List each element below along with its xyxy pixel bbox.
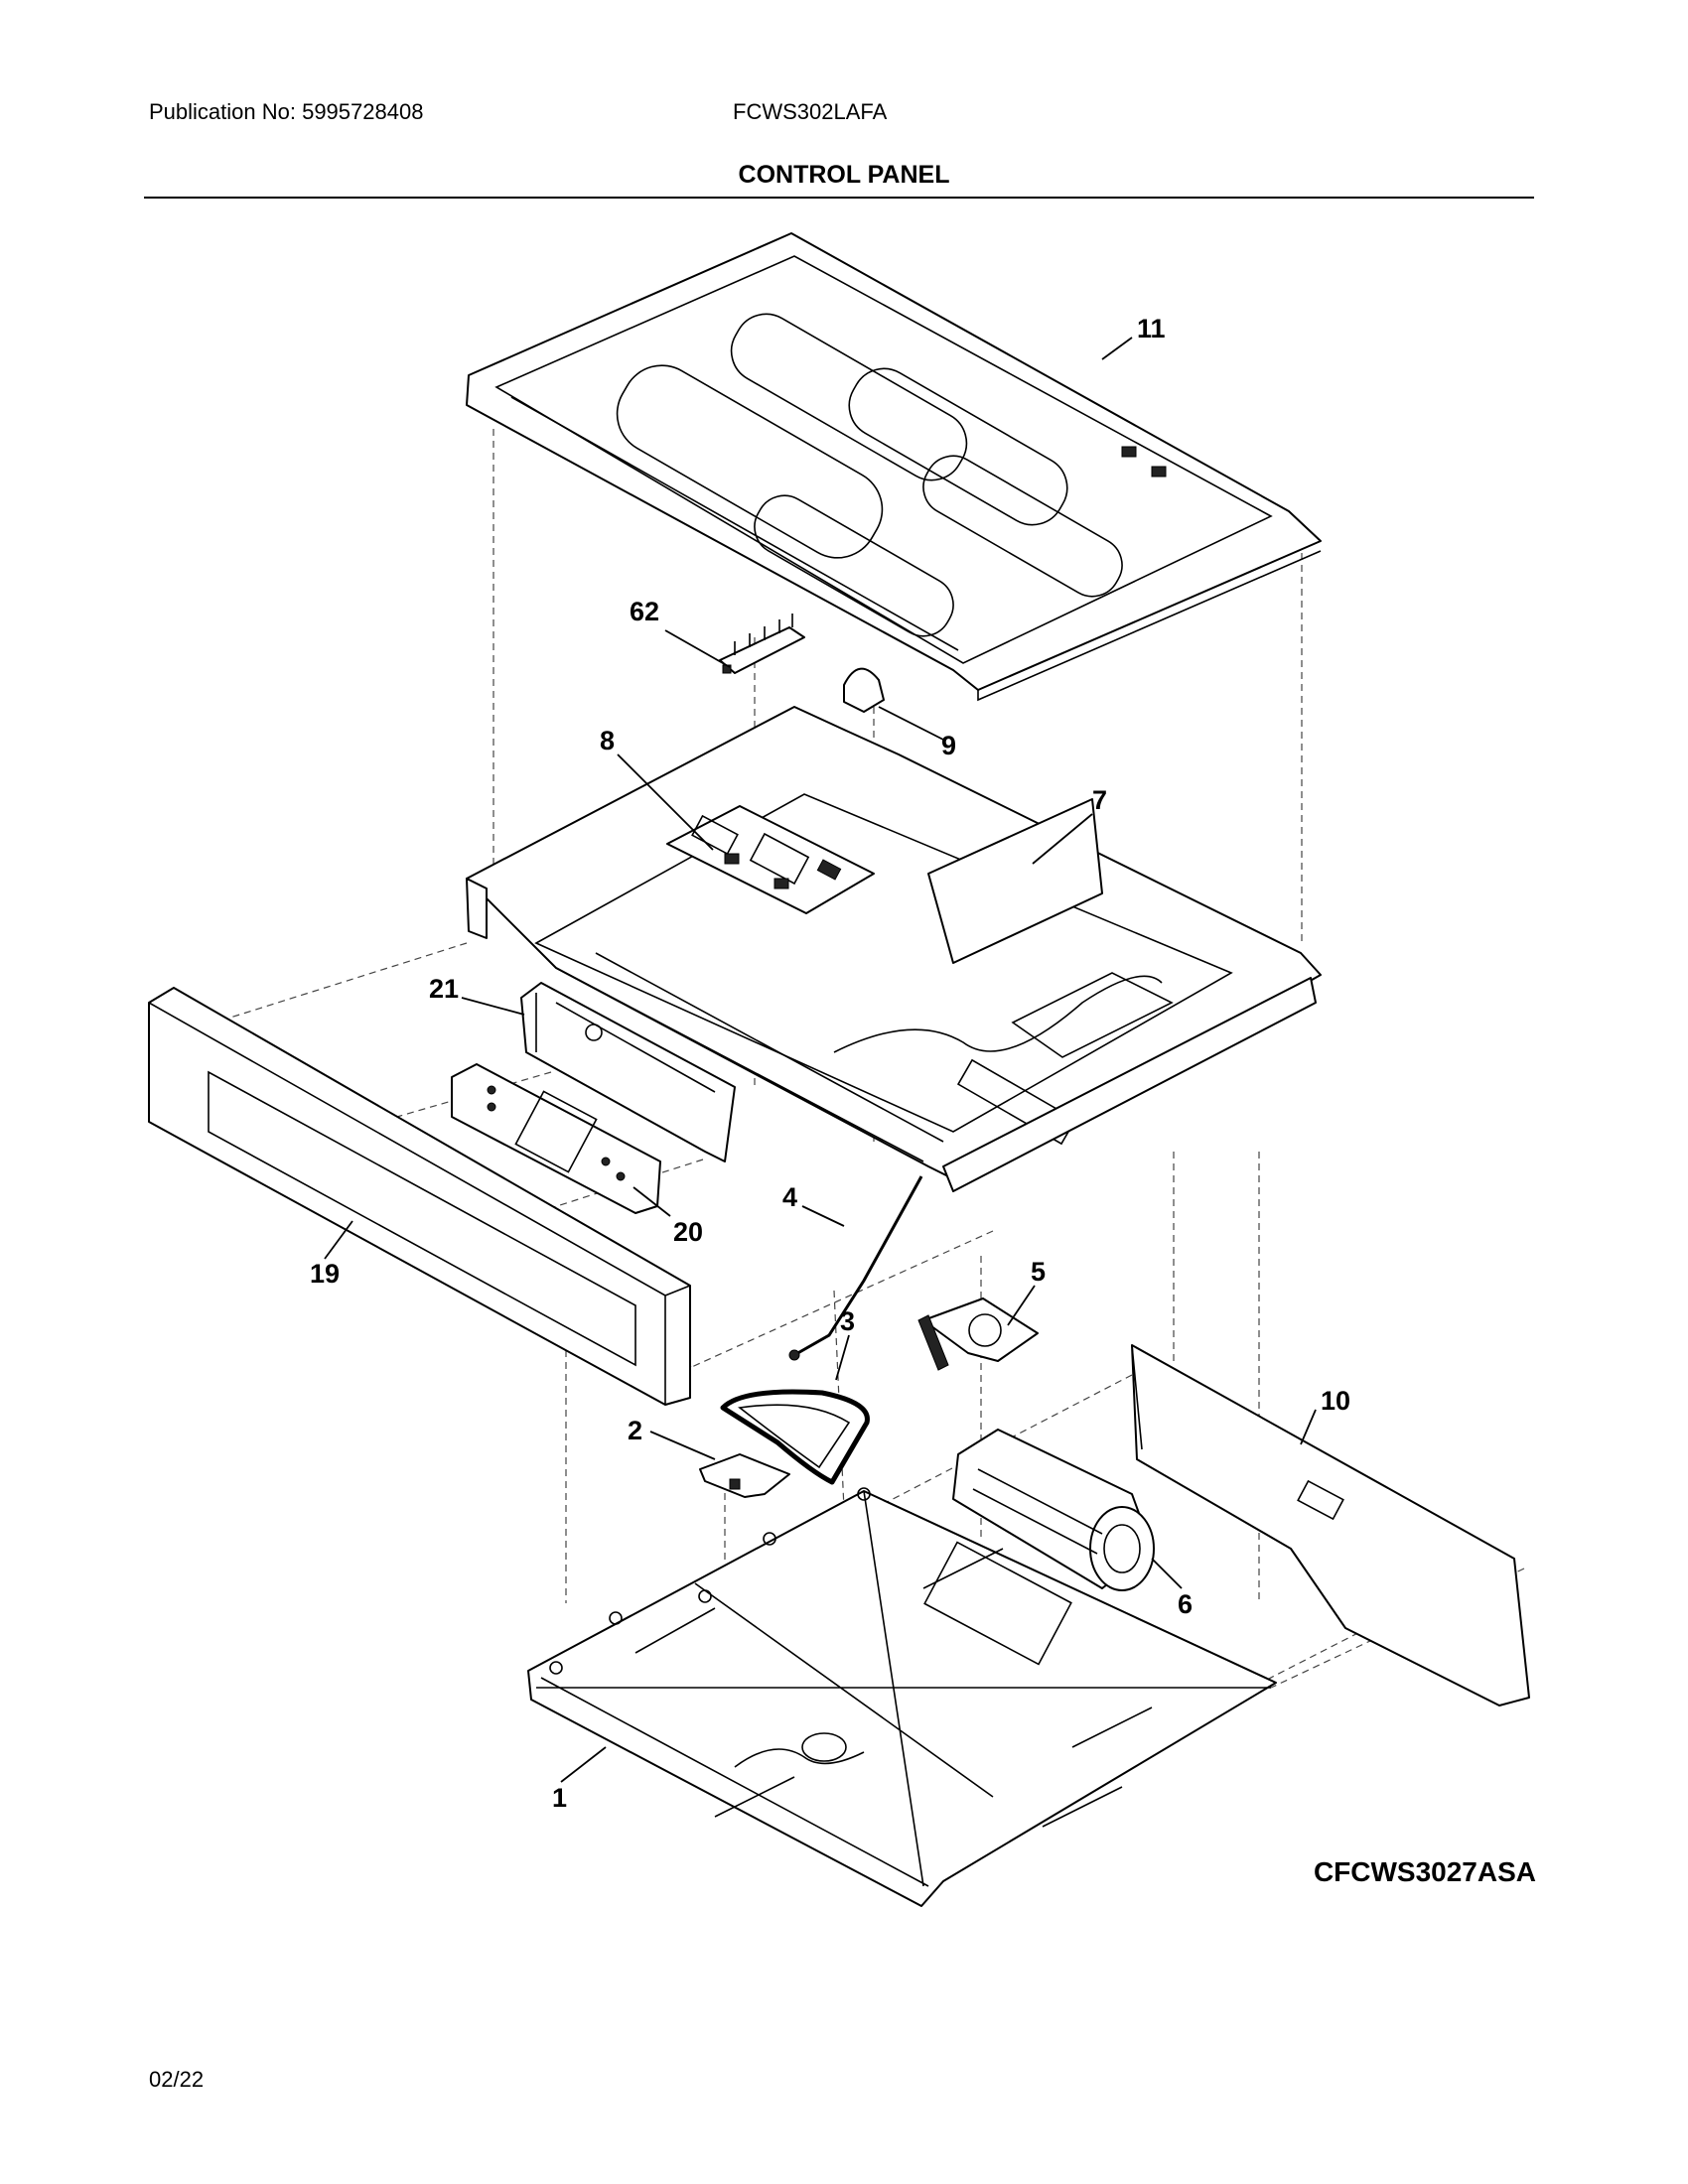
callout-3: 3: [840, 1306, 855, 1336]
publication-number: Publication No: 5995728408: [149, 99, 424, 124]
part-21-bracket: [520, 982, 736, 1162]
part-3-gasket: [720, 1389, 870, 1485]
part-11-top-cover: [466, 232, 1322, 702]
callout-5: 5: [1031, 1257, 1046, 1287]
control-chassis: [466, 706, 1322, 1192]
part-2-bracket: [699, 1453, 790, 1498]
model-number: FCWS302LAFA: [733, 99, 888, 124]
callout-62: 62: [630, 597, 659, 626]
callout-20: 20: [673, 1217, 703, 1247]
part-4-wire: [788, 1175, 923, 1361]
callout-1: 1: [552, 1783, 567, 1813]
diagram-code: CFCWS3027ASA: [1313, 1856, 1536, 1887]
part-5-blower: [917, 1297, 1039, 1371]
part-9-clamp: [843, 667, 885, 713]
callout-19: 19: [310, 1259, 340, 1289]
part-6-fan: [952, 1429, 1155, 1591]
callout-4: 4: [782, 1182, 797, 1212]
part-8-control-board: [666, 805, 875, 914]
callout-11: 11: [1137, 314, 1166, 343]
part-62-terminal-block: [719, 614, 805, 674]
page-date: 02/22: [149, 2067, 205, 2092]
callout-9: 9: [941, 731, 956, 760]
callout-21: 21: [429, 974, 459, 1004]
part-19-control-fascia: [148, 987, 691, 1406]
part-10-rear-panel: [1131, 1344, 1530, 1706]
callout-6: 6: [1178, 1589, 1193, 1619]
section-title: CONTROL PANEL: [738, 161, 950, 189]
title-rule: [144, 197, 1534, 199]
part-1-bottom-tray: [527, 1487, 1277, 1907]
callout-labels: 11 62 9 8 7 21 20 19 4 5 3 2 10 6 1: [310, 314, 1350, 1813]
callout-7: 7: [1092, 785, 1107, 815]
leader-lines: [324, 337, 1317, 1783]
callout-2: 2: [628, 1416, 642, 1445]
callout-10: 10: [1321, 1386, 1350, 1416]
callout-8: 8: [600, 726, 615, 755]
